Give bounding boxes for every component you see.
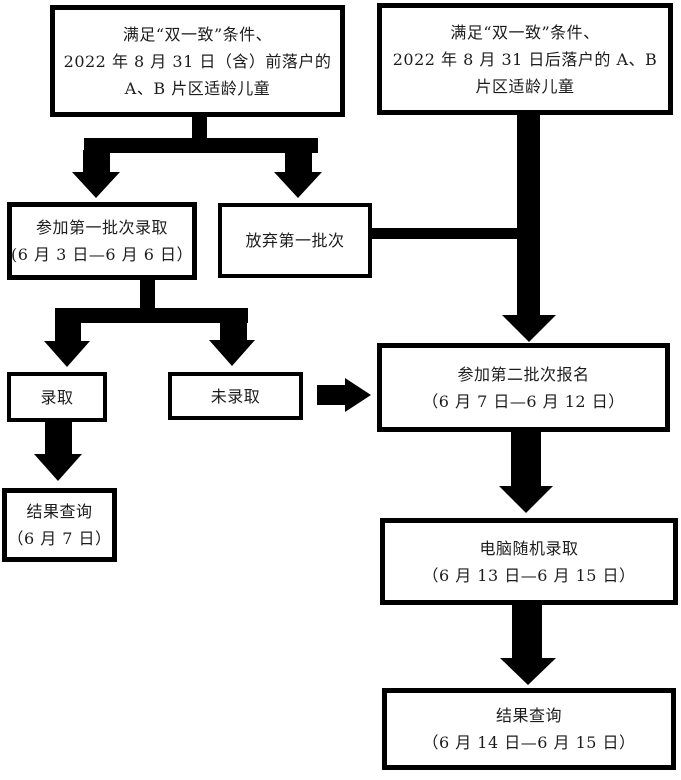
node-not-admitted: 未录取 — [168, 372, 303, 420]
arrow-down-icon — [34, 454, 82, 481]
connector-secondbatch-computer-shaft — [511, 430, 541, 487]
arrow-down-icon — [209, 340, 255, 366]
node-text-line: 参加第二批次报名 — [457, 364, 590, 384]
connector-admitted-result-shaft — [45, 422, 72, 456]
connector-boxa-left-shaft — [83, 150, 110, 174]
connector-firstbatch-right-shaft — [220, 321, 247, 342]
node-text-line: （6 月 7 日—6 月 12 日） — [422, 391, 625, 411]
node-text-line: 参加第一批次录取 — [35, 218, 168, 237]
connector-boxa-right-shaft — [285, 150, 312, 174]
node-text-line: A、B 片区适龄儿童 — [124, 78, 271, 98]
connector-boxb-secondbatch-shaft — [517, 113, 540, 316]
node-text-line: 结果查询 — [26, 502, 93, 521]
node-result-query-june14-15: 结果查询 （6 月 14 日—6 月 15 日） — [382, 688, 676, 770]
arrow-right-icon — [345, 378, 371, 412]
arrow-down-icon — [72, 172, 120, 198]
node-result-query-june7: 结果查询 （6 月 7 日） — [2, 488, 117, 562]
node-first-batch-admission: 参加第一批次录取 (6 月 3 日—6 月 6 日） — [7, 202, 197, 280]
node-text-line: 未录取 — [210, 386, 261, 406]
node-eligible-settled-after: 满足“双一致”条件、 2022 年 8 月 31 日后落户的 A、B 片区适龄儿… — [377, 3, 673, 115]
connector-firstbatch-split-bar — [55, 308, 248, 323]
connector-giveup-join-line — [372, 228, 518, 239]
node-text-line: （6 月 14 日—6 月 15 日） — [422, 733, 636, 752]
arrow-down-icon — [274, 172, 322, 198]
node-text-line: 片区适龄儿童 — [475, 76, 575, 96]
node-text-line: 电脑随机录取 — [479, 538, 579, 558]
arrow-down-icon — [500, 658, 556, 685]
connector-computer-result-shaft — [512, 603, 542, 659]
node-text-line: 录取 — [40, 387, 74, 407]
node-text-line: 2022 年 8 月 31 日后落户的 A、B — [392, 49, 658, 69]
node-text-line: 结果查询 — [495, 706, 562, 725]
node-eligible-settled-before: 满足“双一致”条件、 2022 年 8 月 31 日（含）前落户的 A、B 片区… — [50, 5, 345, 117]
connector-boxa-split-bar — [84, 138, 318, 153]
node-text-line: (6 月 3 日—6 月 6 日） — [11, 245, 193, 264]
node-second-batch-registration: 参加第二批次报名 （6 月 7 日—6 月 12 日） — [377, 343, 670, 432]
node-text-line: （6 月 13 日—6 月 15 日） — [422, 565, 636, 585]
node-text-line: 2022 年 8 月 31 日（含）前落户的 — [63, 51, 332, 71]
node-text-line: 满足“双一致”条件、 — [122, 24, 273, 44]
node-text-line: 满足“双一致”条件、 — [450, 22, 600, 42]
node-text-line: （6 月 7 日） — [7, 529, 112, 548]
connector-notadmitted-secondbatch-shaft — [317, 385, 347, 405]
connector-boxa-stub — [192, 113, 207, 143]
node-text-line: 放弃第一批次 — [245, 231, 345, 250]
arrow-down-icon — [44, 341, 90, 367]
connector-firstbatch-left-shaft — [55, 321, 81, 343]
arrow-down-icon — [502, 315, 556, 342]
node-admitted: 录取 — [7, 372, 107, 422]
node-computer-random-admission: 电脑随机录取 （6 月 13 日—6 月 15 日） — [380, 518, 678, 605]
connector-firstbatch-stub — [140, 278, 155, 310]
arrow-down-icon — [499, 486, 553, 513]
node-give-up-first-batch: 放弃第一批次 — [218, 203, 372, 278]
